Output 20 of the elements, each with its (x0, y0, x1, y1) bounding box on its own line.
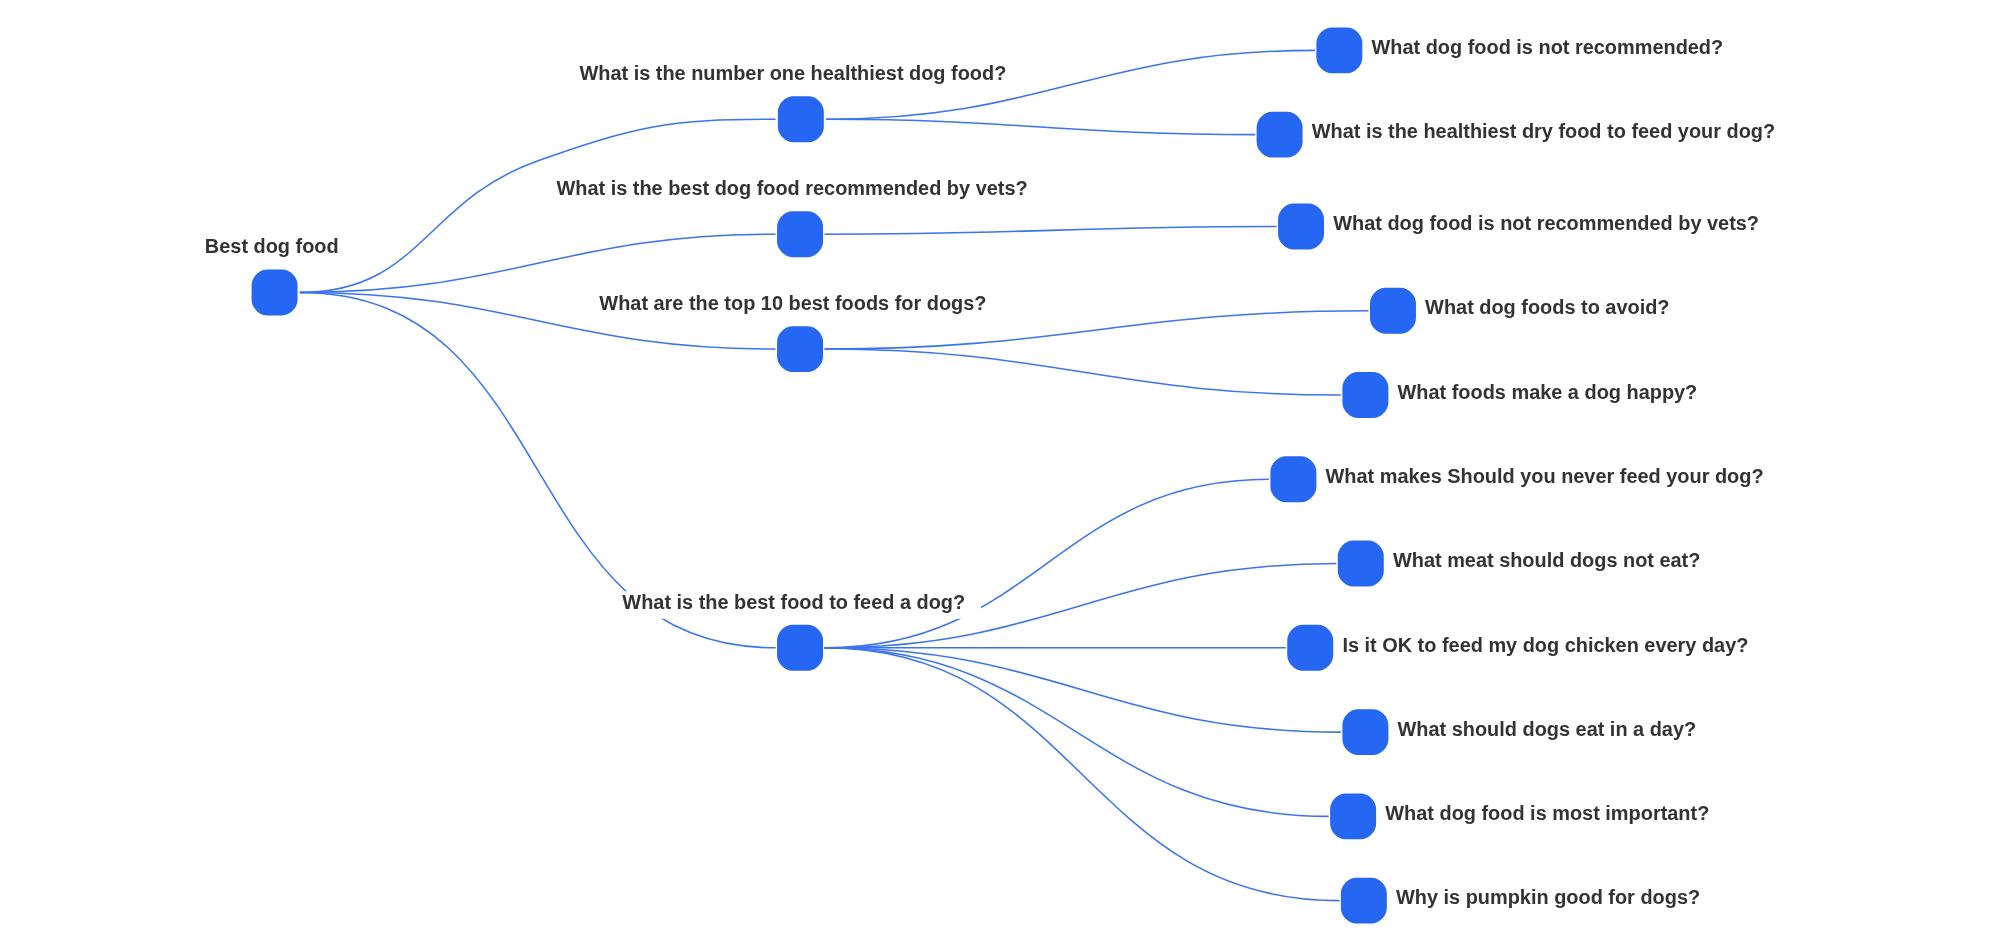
node-label: What are the top 10 best foods for dogs? (598, 291, 986, 314)
connector (298, 291, 776, 649)
node-label: Why is pumpkin good for dogs? (1395, 885, 1700, 908)
node-label: What dog food is most important? (1384, 801, 1709, 824)
node-label: What should dogs eat in a day? (1397, 717, 1696, 740)
node-label: What is the best dog food recommended by vets? (555, 176, 1028, 199)
connector (823, 225, 1277, 235)
node-label: What dog food is not recommended? (1371, 35, 1723, 58)
node-label: What dog foods to avoid? (1424, 295, 1670, 318)
node-label: Is it OK to feed my dog chicken every day? (1341, 633, 1748, 656)
node-label: What is the healthiest dry food to feed your dog? (1311, 119, 1775, 142)
node-label: What meat should dogs not eat? (1392, 548, 1700, 571)
connector (823, 347, 1342, 396)
node-label: What is the number one healthiest dog food? (578, 61, 1006, 84)
node-label: What foods make a dog happy? (1397, 380, 1697, 403)
connector (824, 118, 1256, 135)
node-label: What makes Should you never feed your dog? (1325, 464, 1764, 487)
node-label: What dog food is not recommended by vets? (1332, 211, 1759, 234)
connector (823, 646, 1340, 901)
node-label: Best dog food (204, 234, 339, 257)
